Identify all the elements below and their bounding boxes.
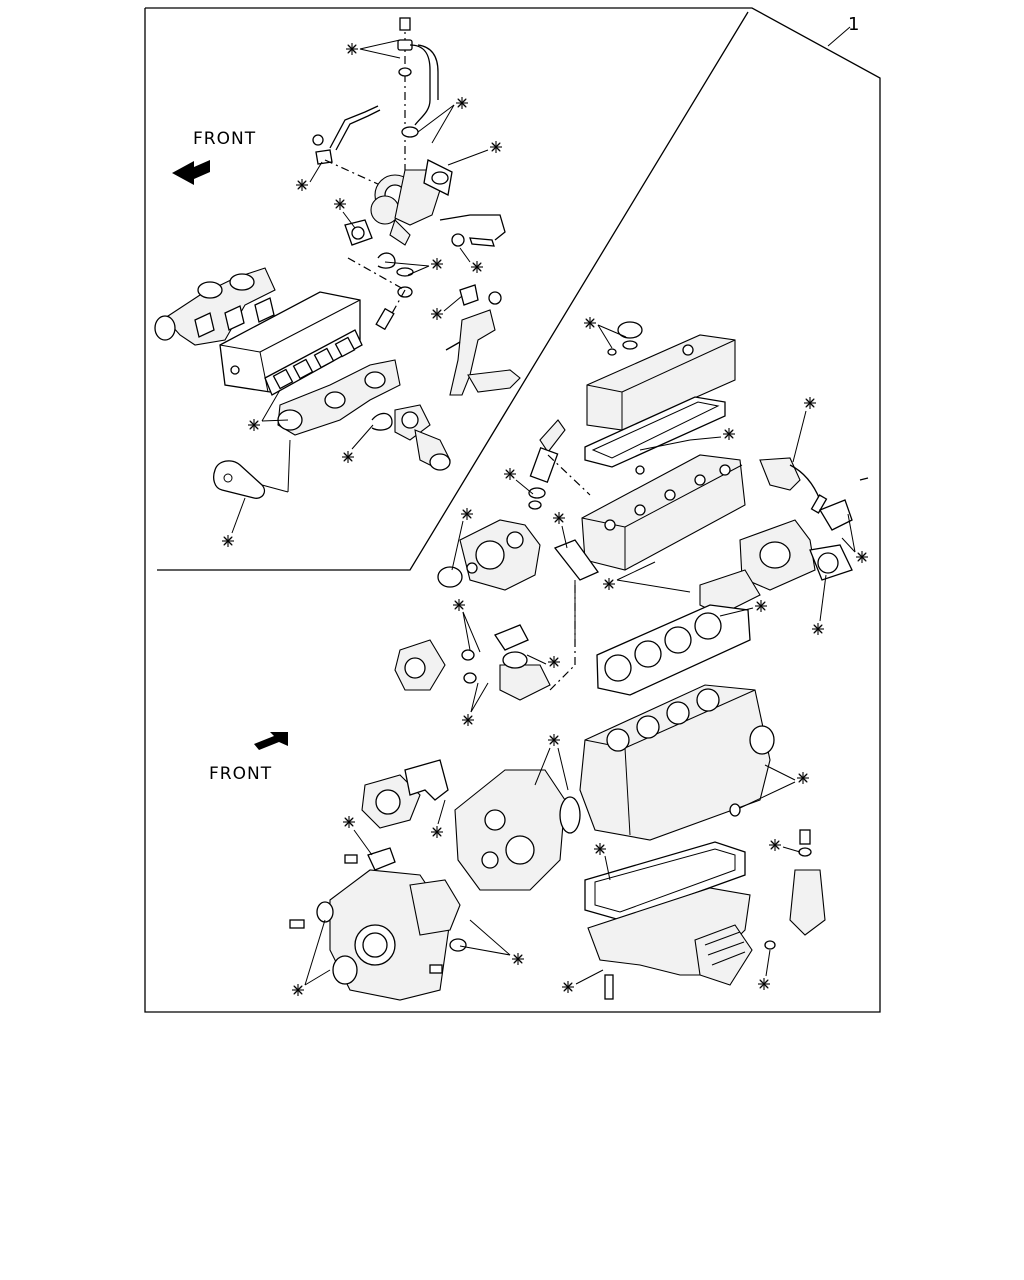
exhaust-manifold [277, 359, 401, 436]
front-indicator-bottom: FRONT [209, 732, 288, 784]
oil-gauge-assembly [789, 829, 826, 936]
oil-filter-assembly [371, 404, 451, 471]
front-arrow-top-icon [172, 160, 210, 185]
outer-frame [144, 7, 881, 1013]
head-cover-gasket [584, 396, 726, 468]
upper-subframe [157, 11, 749, 571]
fuel-injector [528, 419, 591, 510]
timing-gear-case [454, 769, 581, 891]
front-label-bottom: FRONT [209, 764, 272, 784]
water-outlet-lower [394, 624, 576, 701]
intake-gasket-side [553, 539, 599, 665]
oil-pan [587, 887, 776, 1000]
marker-symbols [221, 39, 869, 997]
front-arrow-bottom-icon [254, 732, 288, 750]
cylinder-head-gasket [596, 604, 751, 696]
cylinder-head [581, 454, 746, 571]
turbocharger-assembly [312, 17, 506, 331]
turbo-outlet-gasket [213, 439, 291, 499]
kit-callout-number: 1 [848, 14, 859, 35]
water-pump [361, 759, 449, 871]
kit-callout: 1 [827, 14, 859, 47]
oil-pan-gasket [584, 841, 746, 921]
water-pipe [445, 284, 521, 396]
cylinder-head-cover [586, 321, 736, 431]
intake-manifold [154, 267, 276, 346]
cylinder-block [579, 684, 775, 841]
exhaust-manifold-gasket [264, 329, 363, 396]
thermostat-housing-right [699, 457, 869, 616]
fuel-injection-pump [437, 519, 541, 591]
front-indicator-top: FRONT [172, 129, 256, 185]
front-cover [289, 854, 467, 1001]
front-label-top: FRONT [193, 129, 256, 149]
